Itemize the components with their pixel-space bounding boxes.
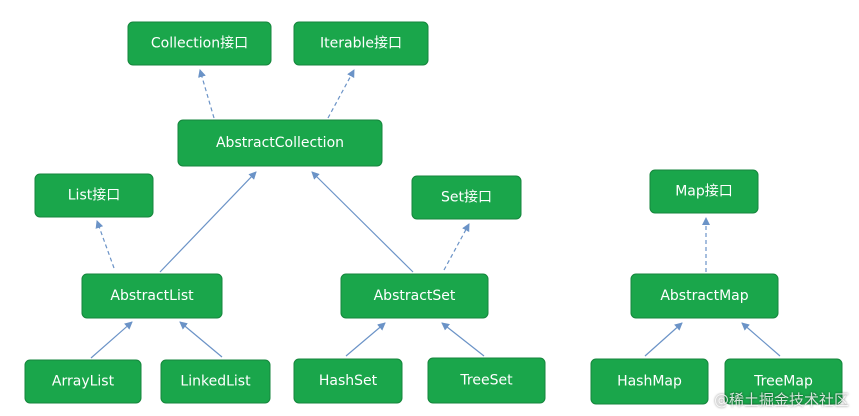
node-label: AbstractList bbox=[110, 288, 194, 304]
node-label: ArrayList bbox=[52, 374, 115, 390]
node-label: AbstractMap bbox=[660, 288, 748, 304]
node-list-interface: List接口 bbox=[34, 173, 154, 218]
node-label: HashMap bbox=[617, 374, 682, 390]
node-label: HashSet bbox=[319, 373, 378, 389]
node-array-list: ArrayList bbox=[24, 359, 142, 404]
edge-abstractset-abstractcollection bbox=[311, 171, 414, 273]
edge-treeset-abstractset bbox=[441, 322, 485, 357]
node-linked-list: LinkedList bbox=[160, 359, 271, 404]
node-iterable-interface: Iterable接口 bbox=[293, 21, 429, 66]
node-abstract-set: AbstractSet bbox=[340, 273, 489, 319]
node-hash-map: HashMap bbox=[590, 358, 709, 405]
watermark: @稀土掘金技术社区 bbox=[713, 391, 849, 409]
node-tree-map: TreeMap bbox=[724, 358, 843, 405]
node-label: Map接口 bbox=[675, 183, 733, 200]
edge-hashset-abstractset bbox=[345, 322, 386, 357]
edge-abstractcollection-collection bbox=[198, 69, 215, 119]
node-abstract-map: AbstractMap bbox=[630, 273, 779, 319]
node-hash-set: HashSet bbox=[293, 358, 403, 404]
edge-arraylist-abstractlist bbox=[90, 321, 133, 359]
node-label: List接口 bbox=[68, 187, 120, 204]
node-tree-set: TreeSet bbox=[427, 357, 546, 404]
node-label: AbstractSet bbox=[374, 288, 456, 304]
edge-treemap-abstractmap bbox=[741, 322, 781, 357]
node-label: TreeMap bbox=[753, 374, 813, 390]
node-label: TreeSet bbox=[459, 373, 513, 389]
edge-abstractcollection-iterable bbox=[327, 69, 355, 119]
node-label: AbstractCollection bbox=[216, 135, 344, 151]
node-label: Iterable接口 bbox=[320, 35, 402, 52]
node-label: Set接口 bbox=[441, 189, 492, 206]
node-label: LinkedList bbox=[180, 374, 251, 390]
edges-layer bbox=[90, 69, 781, 359]
node-label: Collection接口 bbox=[151, 35, 248, 52]
node-collection-interface: Collection接口 bbox=[127, 21, 272, 66]
node-map-interface: Map接口 bbox=[649, 169, 759, 214]
node-abstract-collection: AbstractCollection bbox=[177, 119, 383, 167]
node-set-interface: Set接口 bbox=[411, 175, 522, 220]
edge-abstractlist-list bbox=[95, 220, 115, 269]
edge-abstractlist-abstractcollection bbox=[159, 171, 257, 273]
edge-hashmap-abstractmap bbox=[644, 322, 683, 357]
edge-linkedlist-abstractlist bbox=[179, 321, 223, 358]
edge-abstractset-set bbox=[443, 223, 470, 271]
node-abstract-list: AbstractList bbox=[81, 273, 223, 319]
